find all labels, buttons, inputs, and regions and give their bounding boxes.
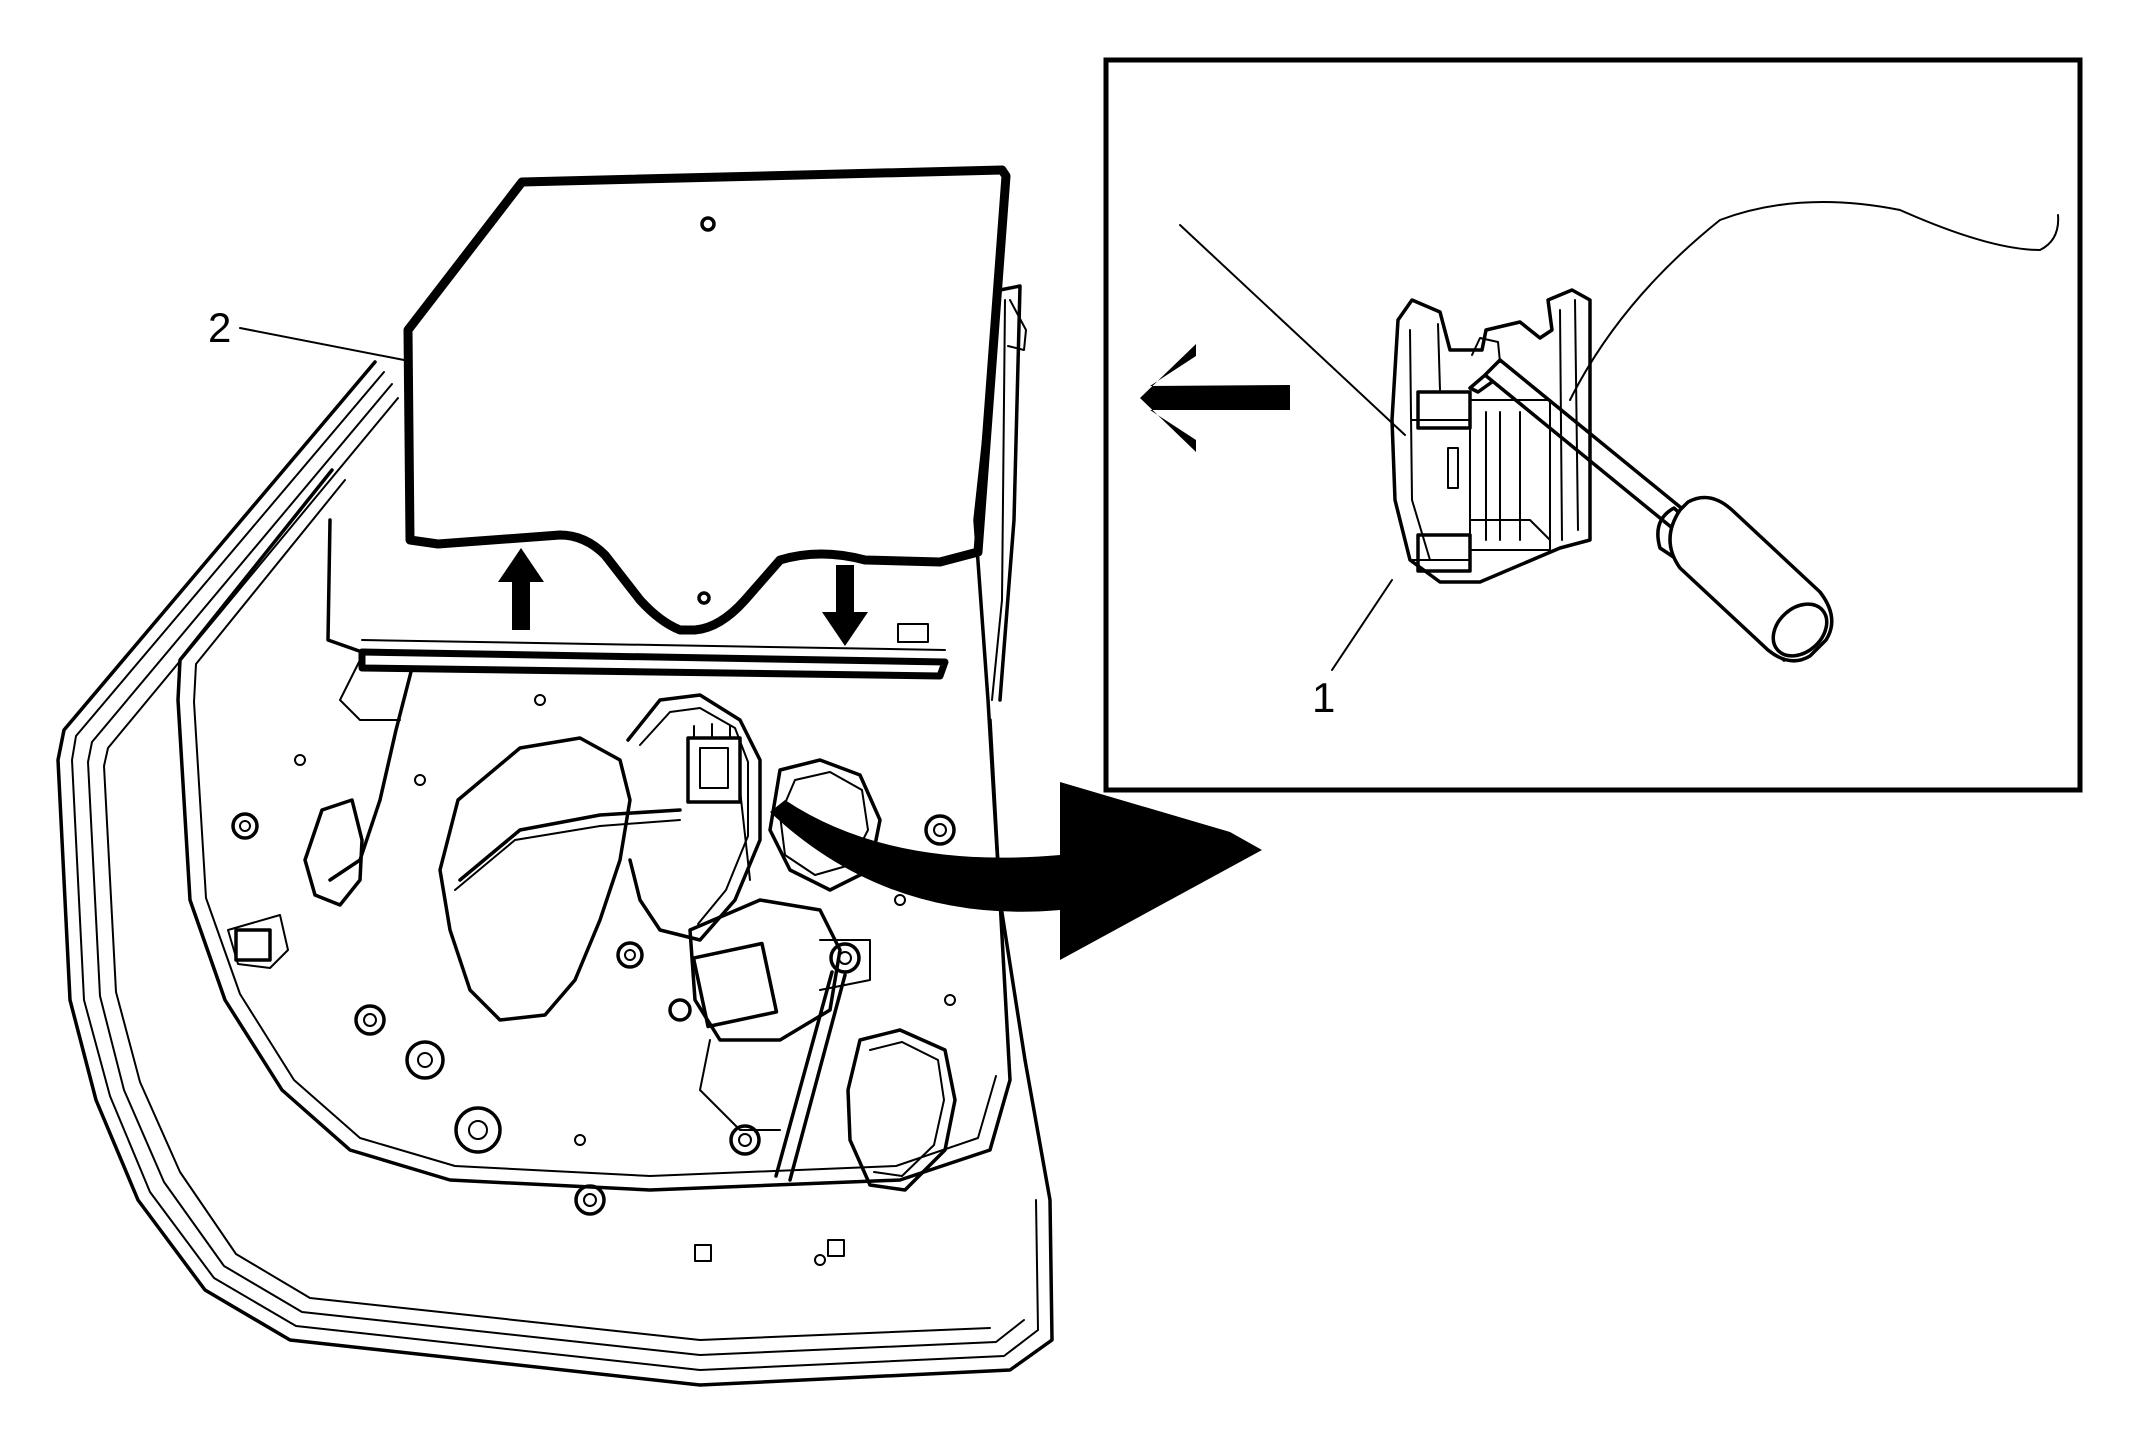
window-regulator-motor	[688, 898, 871, 1131]
callout-1-label: 1	[1312, 674, 1335, 721]
up-arrow-icon	[498, 548, 544, 630]
window-clip	[1390, 288, 1592, 584]
inset-frame	[1103, 57, 2083, 793]
window-clip-location	[686, 723, 742, 804]
callout-2-leader	[239, 327, 405, 361]
window-glass	[403, 165, 1011, 635]
flat-blade-tool	[1468, 358, 1834, 663]
callout-2-label: 2	[208, 304, 231, 351]
curved-arrow-icon	[770, 782, 1262, 960]
panel-fasteners	[231, 694, 956, 1266]
door-inner-panel	[56, 284, 1054, 1387]
callout-1-leader	[1331, 579, 1393, 671]
down-arrow-icon	[822, 565, 868, 646]
detail-inset: 1	[1103, 57, 2083, 793]
